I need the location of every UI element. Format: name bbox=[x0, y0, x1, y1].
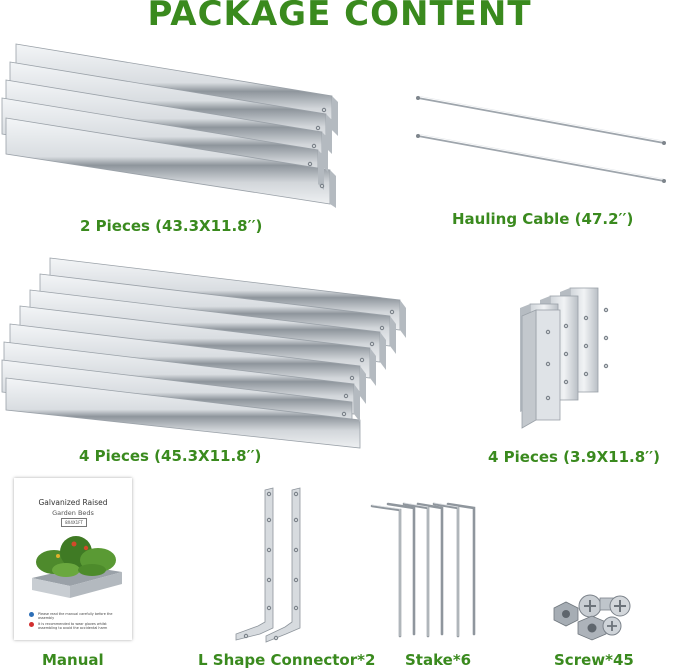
long-panels-image bbox=[1, 43, 338, 208]
manual-cover-subtitle: Garden Beds bbox=[52, 509, 94, 517]
garden-bed-picture bbox=[32, 536, 122, 598]
short-panels-label: 4 Pieces (45.3X11.8′′) bbox=[79, 447, 262, 465]
corner-pieces-image bbox=[520, 287, 609, 429]
short-panels-image bbox=[1, 257, 406, 449]
l-connector-label: L Shape Connector*2 bbox=[198, 651, 376, 669]
manual-cover-title: Galvanized Raised bbox=[38, 498, 108, 507]
l-connector-image bbox=[235, 487, 301, 643]
screw-label: Screw*45 bbox=[554, 651, 634, 669]
long-panels-label: 2 Pieces (43.3X11.8′′) bbox=[80, 217, 263, 235]
stake-label: Stake*6 bbox=[405, 651, 472, 669]
hauling-cable-label: Hauling Cable (47.2′′) bbox=[452, 210, 634, 228]
corner-pieces-label: 4 Pieces (3.9X11.8′′) bbox=[488, 448, 660, 466]
page-title: PACKAGE CONTENT bbox=[147, 0, 532, 34]
manual-note-2: It is recommended to wear gloves whilst … bbox=[38, 622, 108, 630]
warning-icon bbox=[29, 622, 34, 627]
hauling-cable-image bbox=[416, 95, 666, 183]
stake-image bbox=[370, 502, 476, 638]
manual-image: Galvanized Raised Garden Beds 8X4X1FT Pl… bbox=[14, 478, 132, 640]
screw-image bbox=[553, 594, 631, 641]
info-icon bbox=[29, 612, 34, 617]
manual-cover-size: 8X4X1FT bbox=[61, 518, 87, 527]
manual-label: Manual bbox=[42, 651, 104, 669]
manual-note-1: Please read the manual carefully before … bbox=[38, 612, 113, 620]
